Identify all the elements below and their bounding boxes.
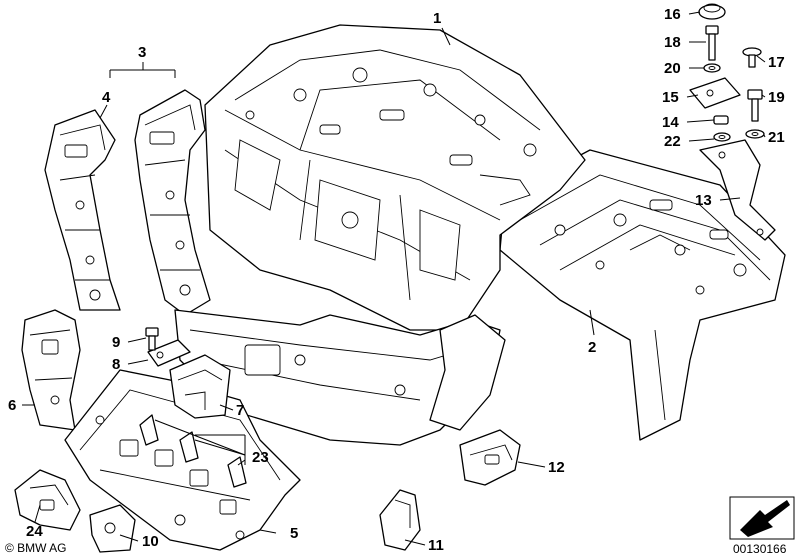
part-13-strap[interactable] [699,139,776,241]
part-23-clips[interactable] [139,414,247,488]
callout-9: 9 [112,334,120,351]
callout-18: 18 [664,34,681,51]
part-1-rear-wall[interactable] [204,24,586,331]
callout-17: 17 [768,54,785,71]
callout-21: 21 [768,129,785,146]
diagram-number: 00130166 [733,542,787,556]
part-5-lower-frame[interactable] [64,369,301,551]
part-11-bracket[interactable] [379,489,421,551]
arrow-icon [740,500,790,537]
part-16-cap[interactable] [698,3,726,20]
callout-20: 20 [664,60,681,77]
part-19-bolt[interactable] [747,89,763,122]
callout-13: 13 [695,192,712,209]
callout-10: 10 [142,533,159,550]
part-21-washer[interactable] [745,129,765,139]
callout-19: 19 [768,89,785,106]
callout-24: 24 [26,523,43,540]
callout-14: 14 [662,114,679,131]
part-2-rear-shelf[interactable] [499,149,786,441]
part-15-plate[interactable] [689,77,741,109]
part-20-washer[interactable] [703,63,721,73]
bmw-reference-box [729,496,795,540]
part-22-washer[interactable] [713,132,731,142]
part-6-left-bracket[interactable] [21,309,81,431]
part-9-bolt[interactable] [145,327,159,351]
callout-3: 3 [138,44,146,61]
copyright-text: © BMW AG [5,541,67,555]
part-12-bracket[interactable] [459,429,521,486]
part-3-right-pillar[interactable] [134,89,211,316]
callout-15: 15 [662,89,679,106]
callout-5: 5 [290,525,298,542]
lower-cross-member [174,309,506,446]
callout-2: 2 [588,339,596,356]
callout-1: 1 [433,10,441,27]
callout-7: 7 [236,402,244,419]
callout-12: 12 [548,459,565,476]
callout-23: 23 [252,449,269,466]
part-17-clip[interactable] [742,47,762,68]
callout-4: 4 [102,89,111,106]
callout-8: 8 [112,356,120,373]
callout-22: 22 [664,133,681,150]
part-24-bracket[interactable] [14,469,81,531]
leader-lines [22,11,766,546]
callout-16: 16 [664,6,681,23]
callout-6: 6 [8,397,16,414]
part-10-bracket[interactable] [89,504,136,553]
callout-11: 11 [428,537,444,554]
part-7-bracket[interactable] [169,354,231,419]
part-4-left-pillar[interactable] [44,109,121,311]
part-8-plate[interactable] [147,339,191,367]
part-14-nut[interactable] [713,115,729,125]
part-18-bolt[interactable] [705,25,719,61]
